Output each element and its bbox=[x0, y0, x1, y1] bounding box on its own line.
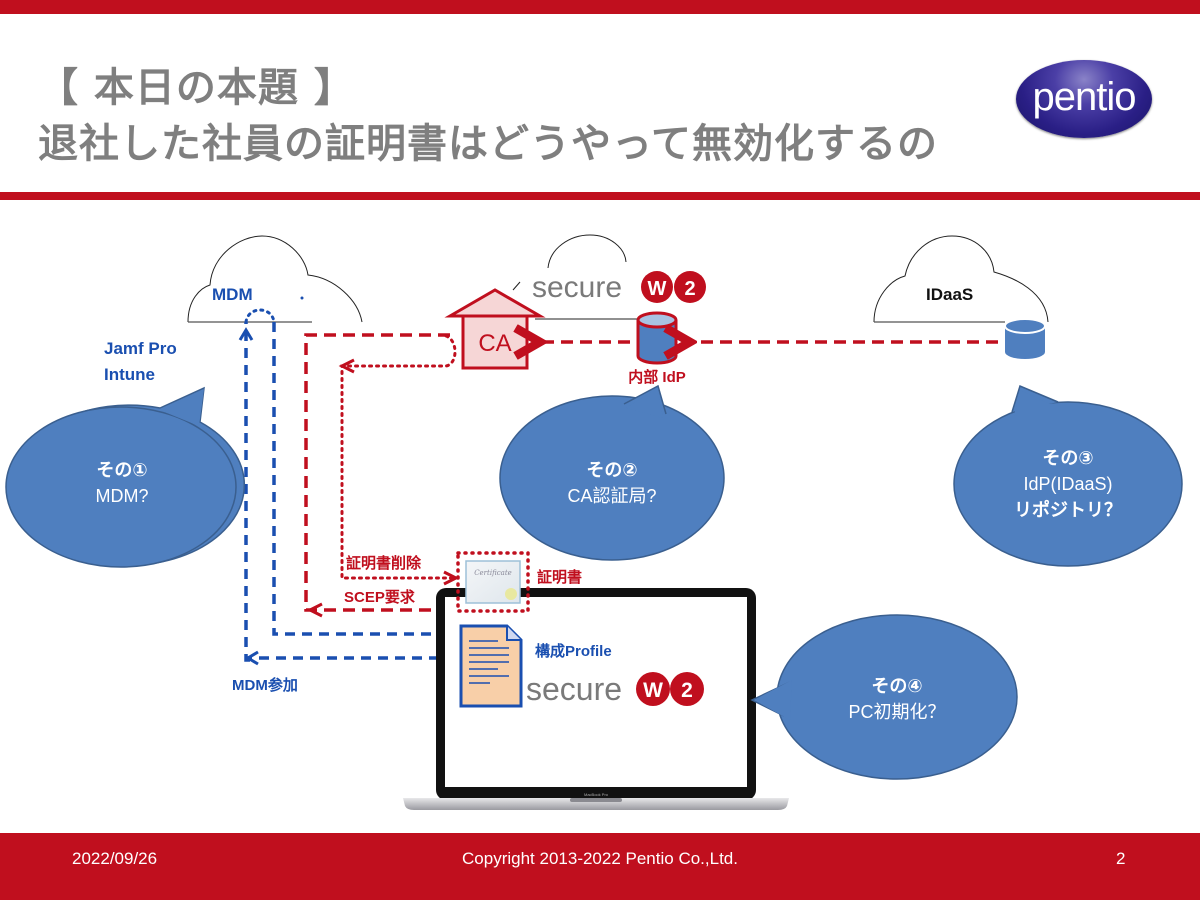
securew2-brand-text: secure bbox=[532, 271, 622, 304]
svg-text:secure: secure bbox=[526, 671, 622, 707]
two-badge bbox=[674, 271, 706, 303]
idaas-database-icon bbox=[1004, 318, 1046, 359]
config-profile-label: 構成Profile bbox=[535, 642, 612, 660]
svg-text:2: 2 bbox=[684, 278, 695, 300]
mdm-cloud: MDM bbox=[187, 235, 363, 323]
page-number: 2 bbox=[1116, 849, 1126, 868]
svg-text:W: W bbox=[643, 679, 663, 702]
certificate-label: 証明書 bbox=[537, 568, 582, 586]
mdm-product-intune: Intune bbox=[104, 365, 155, 384]
laptop-securew2-logo: secure W 2 bbox=[526, 671, 704, 707]
svg-text:2: 2 bbox=[681, 679, 693, 702]
callout-4-pc-reset: その④ PC初期化？ bbox=[750, 614, 1018, 780]
securew2-cloud: secure W 2 bbox=[512, 234, 706, 320]
top-accent-bar bbox=[0, 0, 1200, 14]
laptop-model-label: MacBook Pro bbox=[584, 792, 609, 797]
w-badge bbox=[641, 271, 673, 303]
mdm-product-jamf: Jamf Pro bbox=[104, 339, 177, 358]
svg-text:その④: その④ bbox=[871, 676, 922, 696]
mdm-cloud-label: MDM bbox=[212, 285, 253, 304]
pentio-logo: pentio bbox=[1016, 60, 1152, 138]
title-line-1: 【 本日の本題 】 bbox=[38, 65, 355, 111]
mdm-join-path bbox=[244, 322, 250, 662]
callout-1-mdm: その① MDM? bbox=[5, 386, 246, 568]
page-title: 【 本日の本題 】 退社した社員の証明書はどうやって無効化するの bbox=[38, 60, 938, 172]
internal-idp-database-icon bbox=[636, 311, 678, 365]
cert-delete-label: 証明書削除 bbox=[346, 554, 422, 572]
certificate-icon: Certificate bbox=[456, 551, 530, 613]
svg-text:その①: その① bbox=[96, 460, 147, 480]
callout-3-idp: その③ IdP(IDaaS) リポジトリ？ bbox=[953, 384, 1183, 567]
logo-text: pentio bbox=[1032, 74, 1137, 119]
footer-copyright: Copyright 2013-2022 Pentio Co.,Ltd. bbox=[462, 849, 738, 868]
idaas-cloud: IDaaS bbox=[873, 235, 1049, 323]
ca-house-icon: CA bbox=[444, 288, 546, 370]
svg-text:その②: その② bbox=[586, 460, 637, 480]
mdm-join-label: MDM参加 bbox=[232, 676, 298, 694]
svg-text:PC初期化？: PC初期化？ bbox=[848, 702, 945, 722]
svg-text:その③: その③ bbox=[1042, 448, 1093, 468]
title-line-2: 退社した社員の証明書はどうやって無効化するの bbox=[38, 121, 938, 167]
svg-text:リポジトリ？: リポジトリ？ bbox=[1014, 499, 1122, 520]
config-profile-document-icon bbox=[459, 624, 523, 708]
svg-text:Certificate: Certificate bbox=[474, 569, 512, 577]
svg-text:MDM?: MDM? bbox=[96, 486, 149, 506]
scep-request-label: SCEP要求 bbox=[344, 588, 416, 606]
internal-idp-label: 内部 IdP bbox=[628, 368, 686, 386]
idaas-cloud-label: IDaaS bbox=[926, 285, 973, 304]
svg-text:CA認証局?: CA認証局? bbox=[567, 486, 656, 506]
footer-date: 2022/09/26 bbox=[72, 849, 158, 868]
svg-text:W: W bbox=[648, 278, 667, 300]
cert-delete-path bbox=[340, 334, 457, 580]
footer-bar: 2022/09/26 Copyright 2013-2022 Pentio Co… bbox=[0, 833, 1200, 900]
ca-label: CA bbox=[478, 330, 511, 357]
callout-2-ca: その② CA認証局? bbox=[499, 384, 725, 561]
config-profile-path bbox=[272, 322, 448, 636]
title-divider bbox=[0, 192, 1200, 200]
svg-text:IdP(IDaaS): IdP(IDaaS) bbox=[1023, 474, 1112, 494]
